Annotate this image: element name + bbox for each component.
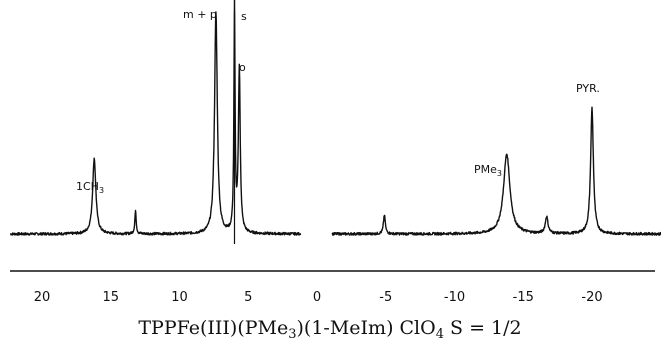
x-tick-label: 0 — [313, 290, 321, 305]
x-tick-label: -10 — [444, 290, 465, 305]
peak-label-pyr: PYR. — [576, 82, 600, 95]
x-tick-label: 5 — [244, 290, 252, 305]
peak-label-s: s — [241, 10, 247, 23]
peak-label-pme3: PMe3 — [474, 163, 502, 178]
peak-label-1ch3: 1CH3 — [76, 180, 104, 195]
x-tick-label: -5 — [379, 290, 392, 305]
spectrum-segment-1 — [9, 0, 302, 236]
x-tick-label: -15 — [513, 290, 534, 305]
spectrum-traces — [9, 0, 661, 244]
x-axis-tick-labels: 20 15 10 5 0 -5 -10 -15 -20 — [34, 290, 603, 305]
x-tick-label: -20 — [581, 290, 602, 305]
spectrum-segment-2 — [331, 106, 661, 236]
x-tick-label: 15 — [102, 290, 119, 305]
figure-caption: TPPFe(III)(PMe3)(1-MeIm) ClO4 S = 1/2 — [138, 317, 521, 342]
peak-label-m-plus-p: m + p — [183, 8, 217, 21]
x-tick-label: 10 — [171, 290, 188, 305]
peak-label-o: o — [239, 61, 246, 74]
x-tick-label: 20 — [34, 290, 51, 305]
